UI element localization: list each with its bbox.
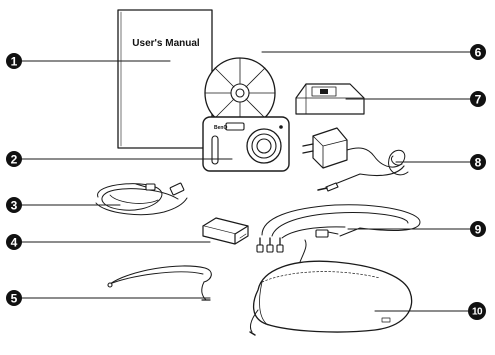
callout-4: 4 — [6, 234, 22, 250]
user-manual: User's Manual — [117, 9, 213, 149]
callout-badges: 1 2 3 4 5 6 7 8 — [6, 44, 486, 320]
callout-10: 10 — [468, 302, 486, 320]
callout-3: 3 — [6, 197, 22, 213]
wrist-strap — [107, 265, 212, 301]
callout-8: 8 — [470, 154, 486, 170]
battery-charger — [295, 83, 365, 115]
svg-text:9: 9 — [475, 223, 482, 237]
callout-5: 5 — [6, 290, 22, 306]
svg-text:1: 1 — [11, 55, 18, 69]
cd-rom — [204, 57, 276, 129]
manual-title: User's Manual — [132, 38, 200, 49]
svg-text:2: 2 — [11, 153, 18, 167]
svg-text:10: 10 — [472, 307, 483, 318]
callout-2: 2 — [6, 151, 22, 167]
svg-text:7: 7 — [475, 93, 482, 107]
av-cable — [256, 204, 421, 253]
leader-lines — [19, 51, 471, 312]
usb-cable — [95, 182, 188, 216]
callout-7: 7 — [470, 91, 486, 107]
camera-brand: BenQ — [214, 125, 227, 131]
svg-text:3: 3 — [11, 199, 18, 213]
callout-6: 6 — [470, 44, 486, 60]
digital-camera: BenQ — [202, 116, 290, 172]
svg-text:8: 8 — [475, 156, 482, 170]
callout-1: 1 — [6, 53, 22, 69]
svg-text:5: 5 — [11, 292, 18, 306]
battery — [202, 217, 249, 245]
callout-9: 9 — [470, 221, 486, 237]
svg-text:6: 6 — [475, 46, 482, 60]
svg-text:4: 4 — [11, 236, 18, 250]
power-adapter — [302, 127, 409, 192]
pouch — [249, 239, 413, 336]
